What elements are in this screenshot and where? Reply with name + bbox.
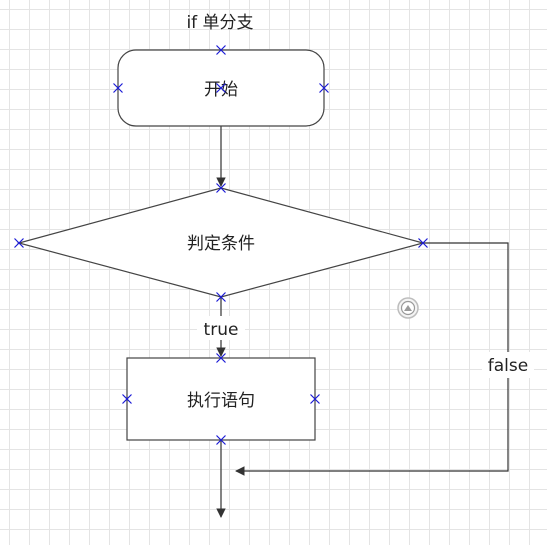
chevron-up-circle-icon[interactable] xyxy=(397,297,419,319)
connection-point-marker[interactable] xyxy=(216,83,226,93)
diagram-title: if 单分支 xyxy=(186,13,253,33)
true-edge-label: true xyxy=(204,320,239,340)
statement-node-label: 执行语句 xyxy=(187,391,255,411)
true-label-background xyxy=(197,316,245,340)
connection-point-marker[interactable] xyxy=(310,394,320,404)
connection-point-marker[interactable] xyxy=(216,353,226,363)
connection-point-marker[interactable] xyxy=(216,292,226,302)
connection-point-marker[interactable] xyxy=(418,238,428,248)
connection-point-marker[interactable] xyxy=(122,394,132,404)
connection-point-marker[interactable] xyxy=(216,183,226,193)
connection-markers xyxy=(14,45,428,445)
condition-node-label: 判定条件 xyxy=(187,234,255,254)
false-label-background xyxy=(482,352,534,378)
connection-point-marker[interactable] xyxy=(113,83,123,93)
start-node-label: 开始 xyxy=(204,80,238,100)
connection-point-marker[interactable] xyxy=(14,238,24,248)
connection-point-marker[interactable] xyxy=(216,435,226,445)
false-edge-label: false xyxy=(488,356,528,376)
connection-point-marker[interactable] xyxy=(319,83,329,93)
connection-point-marker[interactable] xyxy=(216,45,226,55)
